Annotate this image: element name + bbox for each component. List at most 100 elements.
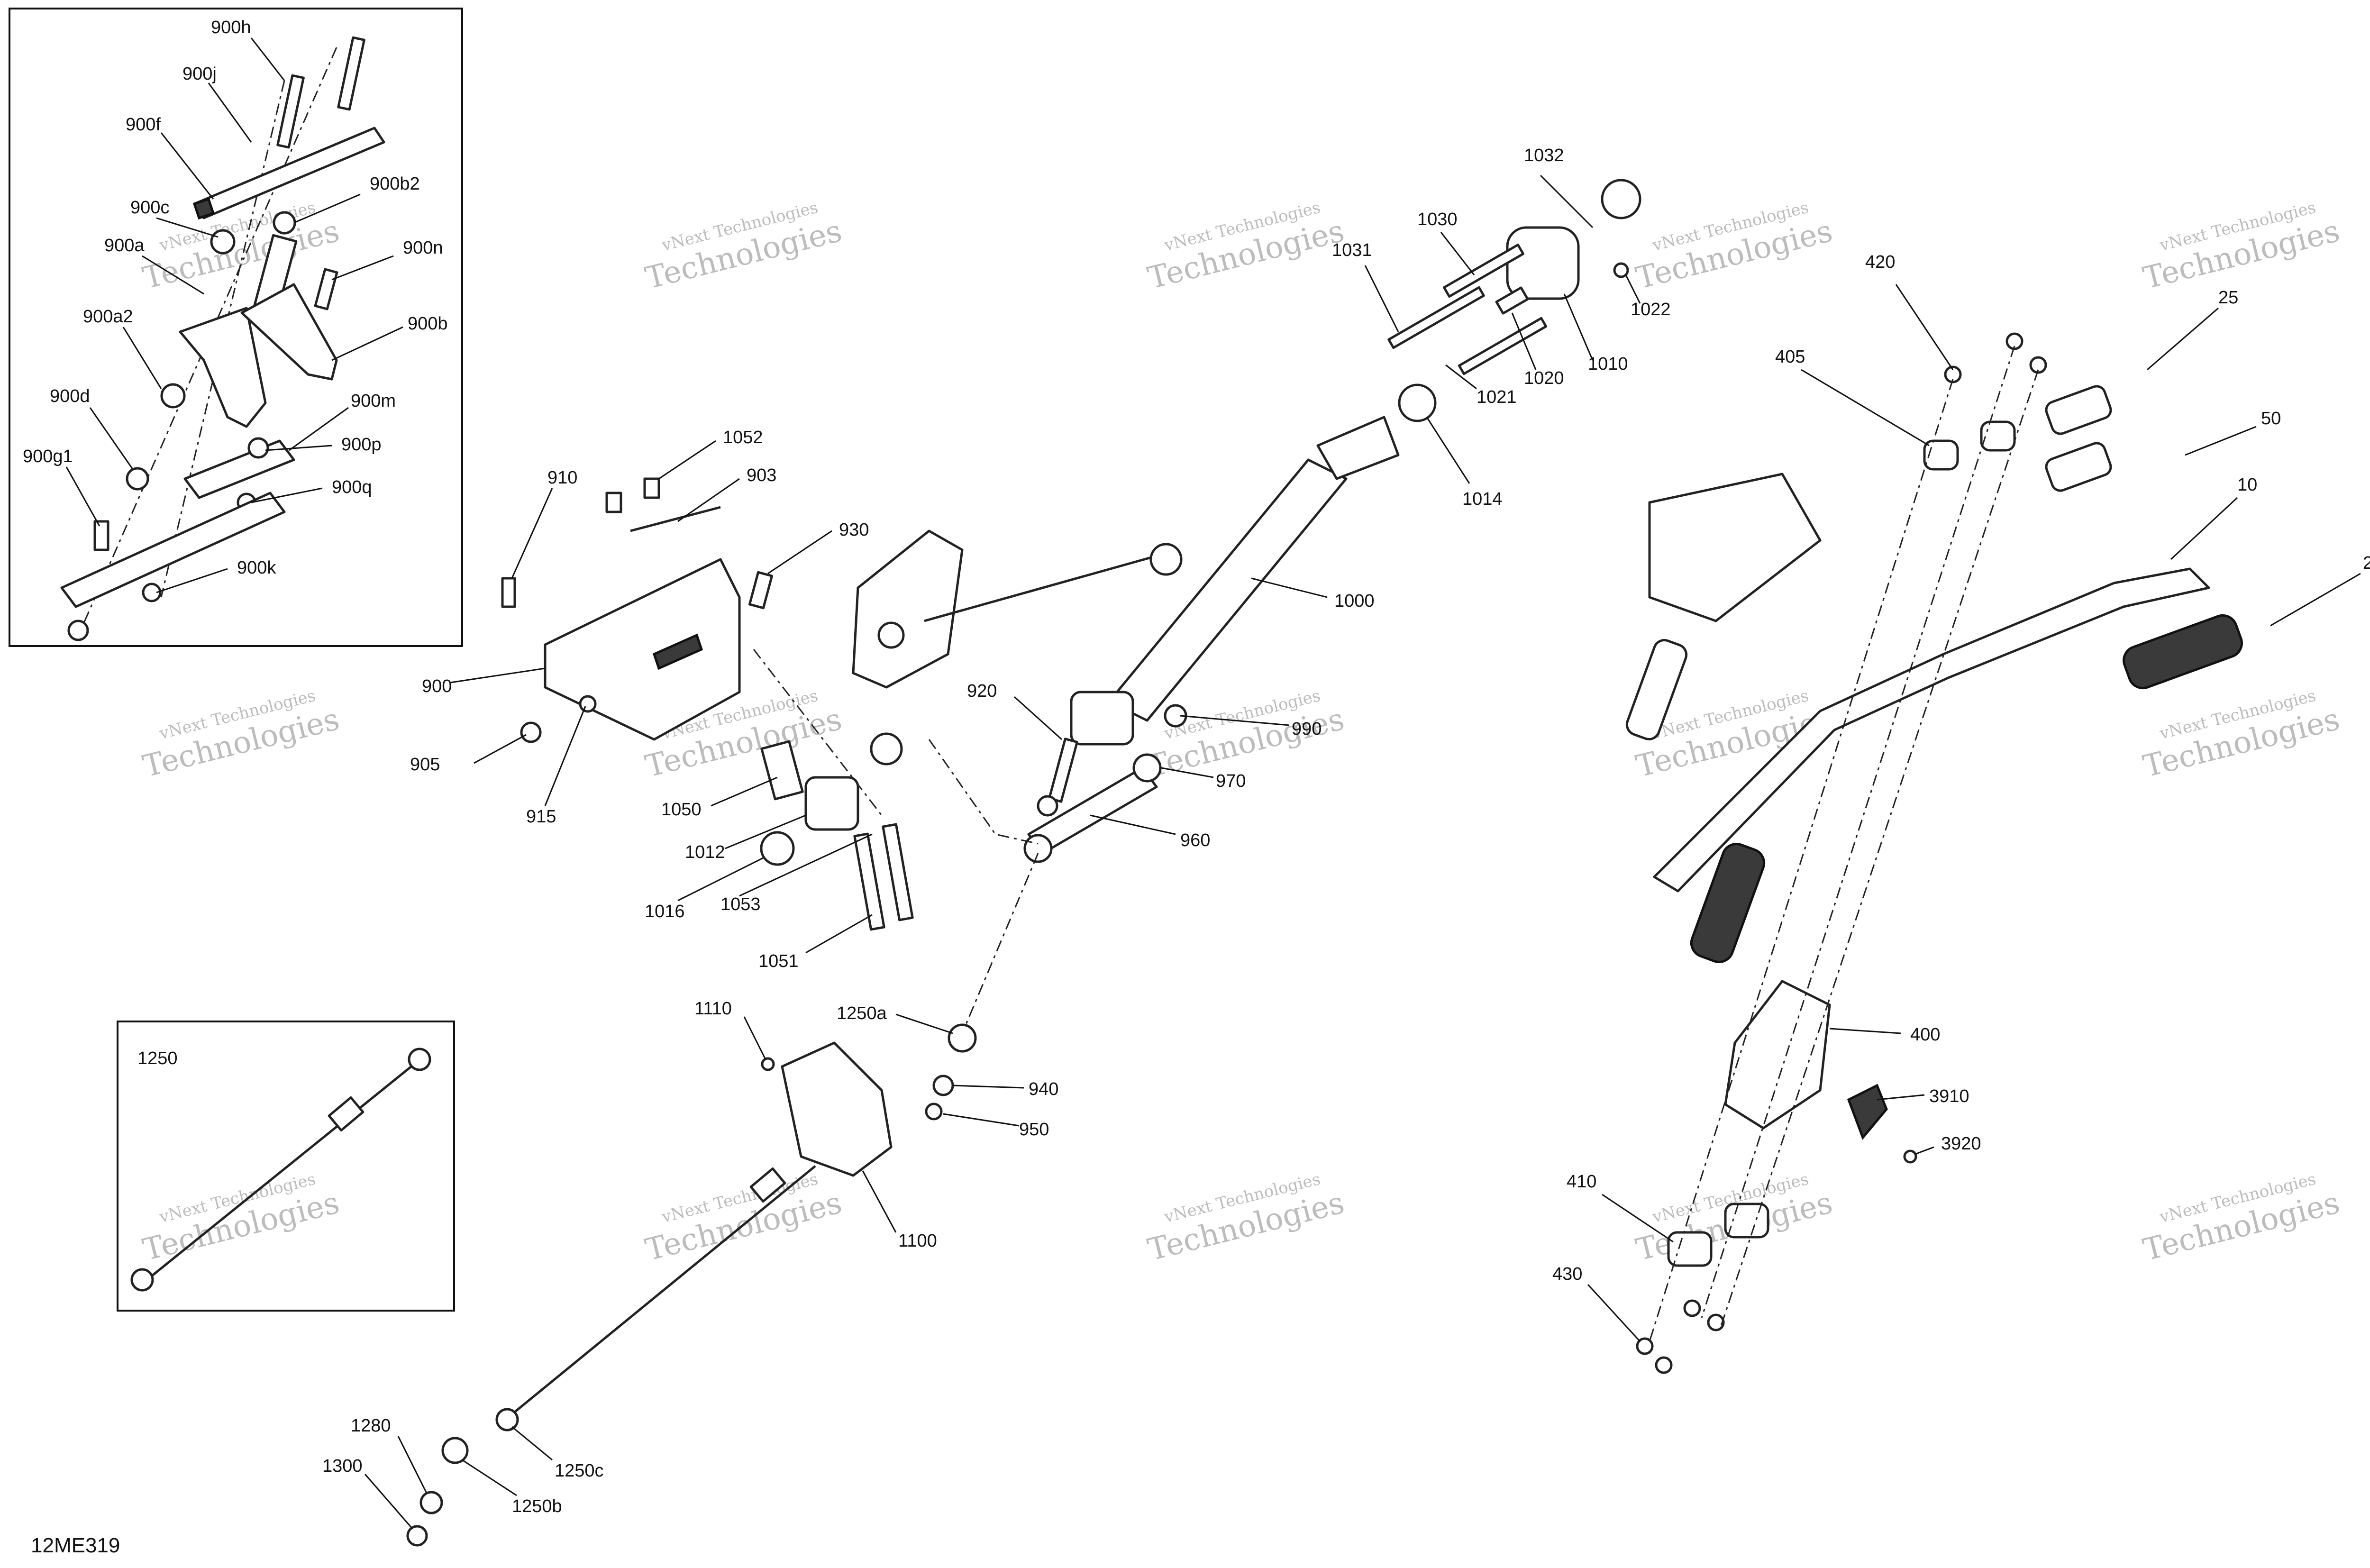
callout-405: 405	[1775, 347, 1805, 367]
callout-1010: 1010	[1588, 354, 1628, 374]
assembly-handlebar	[1625, 332, 2243, 1374]
nut-1300	[406, 1525, 428, 1547]
callout-410: 410	[1567, 1172, 1596, 1192]
bushing-1050	[760, 740, 804, 801]
bolt-1031	[1387, 286, 1485, 349]
callout-900a2: 900a2	[83, 307, 133, 327]
nut-900-bottom	[67, 620, 89, 641]
callout-920: 920	[967, 681, 997, 701]
callout-930: 930	[839, 520, 869, 540]
callout-940: 940	[1029, 1079, 1058, 1099]
callout-1014: 1014	[1462, 489, 1503, 509]
housing-1100	[781, 1041, 893, 1177]
callout-1021: 1021	[1477, 387, 1517, 407]
callout-900: 900	[422, 676, 452, 696]
bushing-900c	[210, 229, 236, 255]
nut-1052b	[643, 477, 660, 499]
shaft-lower-coupler	[749, 1167, 786, 1203]
callout-1100: 1100	[898, 1231, 937, 1251]
assembly-lower-steering	[406, 1023, 977, 1547]
hub-990	[1070, 691, 1134, 746]
washer-900d	[126, 467, 149, 491]
detail-inset-1250	[117, 1021, 455, 1312]
tierod-930-end	[1149, 543, 1183, 576]
figure-id: 12ME319	[31, 1534, 120, 1557]
clamp-405	[1923, 439, 1959, 471]
callout-900k: 900k	[237, 558, 276, 578]
clamp-410	[1667, 1231, 1713, 1267]
callout-900c: 900c	[130, 198, 169, 218]
screw-3920	[1903, 1149, 1917, 1164]
ring-1053	[870, 732, 903, 766]
bolt-900n	[314, 268, 338, 310]
callout-3920: 3920	[1941, 1134, 1981, 1154]
callout-1053: 1053	[720, 894, 761, 914]
callout-1031: 1031	[1332, 240, 1372, 260]
assembly-steering-column	[928, 179, 1641, 1034]
callout-1016: 1016	[645, 902, 685, 921]
clamp-420	[1980, 420, 2016, 452]
callout-1050: 1050	[661, 800, 702, 820]
bolt-900g1	[93, 520, 109, 551]
callout-1300: 1300	[322, 1456, 363, 1476]
bolt-900h	[337, 36, 365, 111]
washer-920	[1037, 795, 1058, 817]
clamp-410b	[1724, 1203, 1769, 1239]
grip-50	[2045, 442, 2112, 492]
callout-900q: 900q	[332, 477, 372, 497]
callout-900d: 900d	[50, 386, 90, 406]
clamp-1010	[1506, 226, 1580, 300]
callout-430: 430	[1552, 1264, 1582, 1284]
callout-3910: 3910	[1929, 1086, 1969, 1106]
callout-900n: 900n	[403, 238, 443, 258]
balljoint-1250b	[441, 1437, 469, 1464]
callout-1030: 1030	[1417, 210, 1458, 229]
assembly-1250-detail	[130, 1048, 431, 1292]
callout-900f: 900f	[126, 115, 161, 135]
callout-1250c: 1250c	[555, 1461, 604, 1481]
gearbox-930-shaft	[877, 621, 905, 649]
nut-1052a	[605, 492, 622, 513]
bracket-900	[544, 558, 741, 741]
callout-1110: 1110	[694, 999, 732, 1019]
callout-900a: 900a	[104, 236, 145, 255]
grip-25	[2045, 385, 2112, 435]
callout-1032: 1032	[1524, 146, 1564, 165]
callout-905: 905	[410, 755, 440, 775]
bolt-1022	[1613, 262, 1629, 278]
callout-903: 903	[747, 465, 776, 485]
bracket-900-slot	[652, 633, 703, 670]
callout-900p: 900p	[341, 435, 382, 455]
grip-left-heated	[1690, 843, 1766, 963]
clamp-1012	[804, 776, 859, 831]
callout-990: 990	[1292, 719, 1322, 739]
bolt-1051a	[853, 832, 885, 931]
ring-1016	[760, 831, 795, 866]
nut-950	[925, 1103, 943, 1121]
assembly-steering-bracket	[501, 477, 914, 931]
assembly-gearbox-930	[852, 529, 1183, 689]
washer-940	[932, 1075, 954, 1096]
assembly-900-detail	[60, 36, 385, 641]
pin-1030	[1443, 243, 1524, 298]
bushing-970	[1132, 753, 1162, 783]
arm-900a	[179, 307, 267, 428]
plate-900k	[60, 492, 286, 608]
column-1000	[1108, 458, 1348, 722]
link-900m	[183, 439, 295, 499]
riser-block-400	[1724, 980, 1831, 1130]
shaft-lower	[501, 1165, 816, 1423]
callout-1000: 1000	[1334, 591, 1375, 611]
bolt-430d	[1707, 1313, 1725, 1331]
callout-900g1: 900g1	[23, 447, 73, 466]
callout-1022: 1022	[1631, 300, 1671, 319]
tierod-930	[924, 553, 1162, 622]
washer-1280	[419, 1491, 443, 1514]
balljoint-1250a	[948, 1023, 977, 1053]
bolt-1021	[1458, 317, 1548, 375]
callout-900j: 900j	[182, 64, 217, 84]
spacer-1020	[1495, 286, 1529, 315]
bolt-920	[1048, 738, 1078, 803]
detail-inset-900	[9, 8, 463, 647]
